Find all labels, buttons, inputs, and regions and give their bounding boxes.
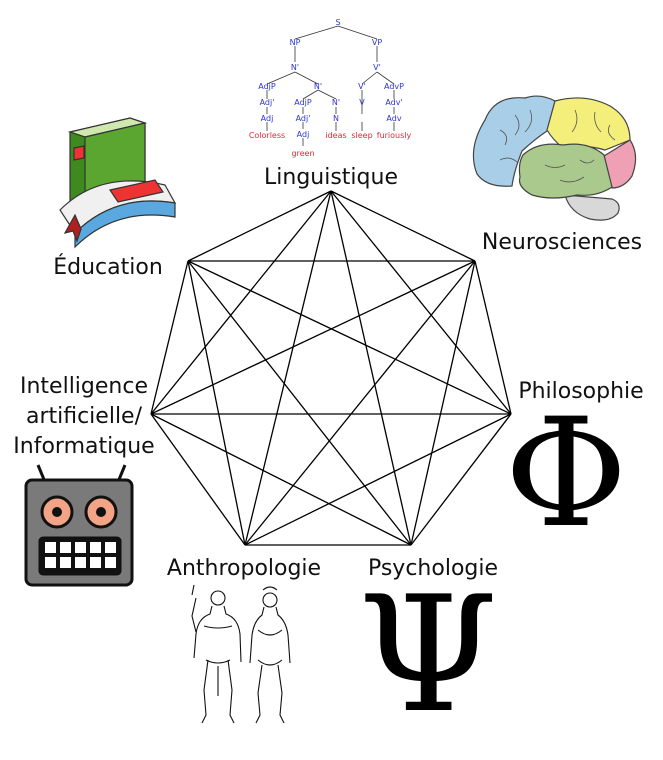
- edge-philosophy-anthropology: [244, 413, 512, 546]
- edge-philosophy-psychology: [410, 413, 512, 546]
- edge-ai-education: [150, 260, 189, 415]
- edge-psychology-ai: [150, 413, 412, 546]
- edge-linguistics-psychology: [330, 190, 412, 546]
- robot-grille-cell: [105, 542, 116, 553]
- tree-node-adjbar: Adj': [260, 98, 275, 107]
- brain-icon: [472, 95, 637, 221]
- tree-node-adj: Adj: [297, 130, 310, 139]
- human-figures-icon: [191, 584, 291, 724]
- edge-anthropology-ai: [150, 413, 246, 546]
- tree-node-vp: VP: [372, 38, 382, 47]
- tree-node-adjp: AdjP: [294, 98, 312, 107]
- psi-symbol: Ψ: [358, 561, 498, 748]
- robot-grille-cell: [60, 557, 71, 568]
- robot-grille-cell: [75, 557, 86, 568]
- robot-icon: [24, 464, 134, 587]
- tree-word-ideas: ideas: [325, 131, 346, 140]
- edge-linguistics-anthropology: [244, 190, 332, 546]
- robot-grille-cell: [105, 557, 116, 568]
- robot-grille-cell: [45, 542, 56, 553]
- label-education: Éducation: [53, 254, 163, 280]
- tree-node-v: V: [359, 98, 365, 107]
- books-icon: [59, 117, 177, 249]
- tree-node-adjp: AdjP: [258, 82, 276, 91]
- robot-grille-cell: [75, 542, 86, 553]
- label-anthropology: Anthropologie: [167, 556, 321, 581]
- edge-neuroscience-ai: [150, 260, 476, 415]
- tree-node-adj: Adj: [261, 114, 274, 123]
- tree-node-np: NP: [290, 38, 301, 47]
- edge-neuroscience-anthropology: [244, 260, 476, 546]
- tree-node-vbar: V': [358, 82, 366, 91]
- label-ai-line2: artificielle/: [26, 404, 143, 429]
- tree-node-nbar: N': [291, 63, 299, 72]
- tree-node-s: S: [335, 18, 340, 27]
- edge-linguistics-neuroscience: [330, 190, 476, 262]
- tree-node-vbar: V': [373, 63, 381, 72]
- edge-linguistics-education: [187, 190, 332, 262]
- label-philosophy: Philosophie: [518, 379, 643, 404]
- tree-node-advp: AdvP: [384, 82, 404, 91]
- label-ai-line1: Intelligence: [20, 374, 148, 399]
- label-neuroscience: Neurosciences: [482, 230, 642, 255]
- tree-word-green: green: [291, 149, 314, 158]
- tree-word-colorless: Colorless: [249, 131, 285, 140]
- tree-word-sleep: sleep: [351, 131, 372, 140]
- robot-grille-cell: [90, 557, 101, 568]
- tree-node-adv: Adv: [386, 114, 401, 123]
- label-ai-line3: Informatique: [13, 434, 154, 459]
- robot-grille-cell: [60, 542, 71, 553]
- edge-anthropology-education: [187, 260, 246, 546]
- edge-neuroscience-psychology: [410, 260, 476, 546]
- edge-psychology-education: [187, 260, 412, 546]
- tree-node-nbar: N': [332, 98, 340, 107]
- edge-linguistics-ai: [150, 190, 332, 415]
- label-psychology: Psychologie: [368, 556, 498, 581]
- heptagon-edges: [150, 190, 512, 546]
- tree-node-nbar: N': [314, 82, 322, 91]
- tree-node-n: N: [333, 114, 339, 123]
- tree-word-furiously: furiously: [377, 131, 412, 140]
- tree-node-advbar: Adv': [385, 98, 402, 107]
- robot-grille-cell: [45, 557, 56, 568]
- tree-node-adjbar: Adj': [296, 114, 311, 123]
- edge-neuroscience-philosophy: [474, 260, 512, 415]
- edge-linguistics-philosophy: [330, 190, 512, 415]
- syntax-tree-illustration: S NP VP N' V' AdjP N' V' AdvP Adj' AdjP …: [249, 18, 412, 158]
- label-linguistics: Linguistique: [264, 165, 398, 190]
- edge-philosophy-education: [187, 260, 512, 415]
- phi-symbol: Φ: [505, 387, 628, 561]
- robot-grille-cell: [90, 542, 101, 553]
